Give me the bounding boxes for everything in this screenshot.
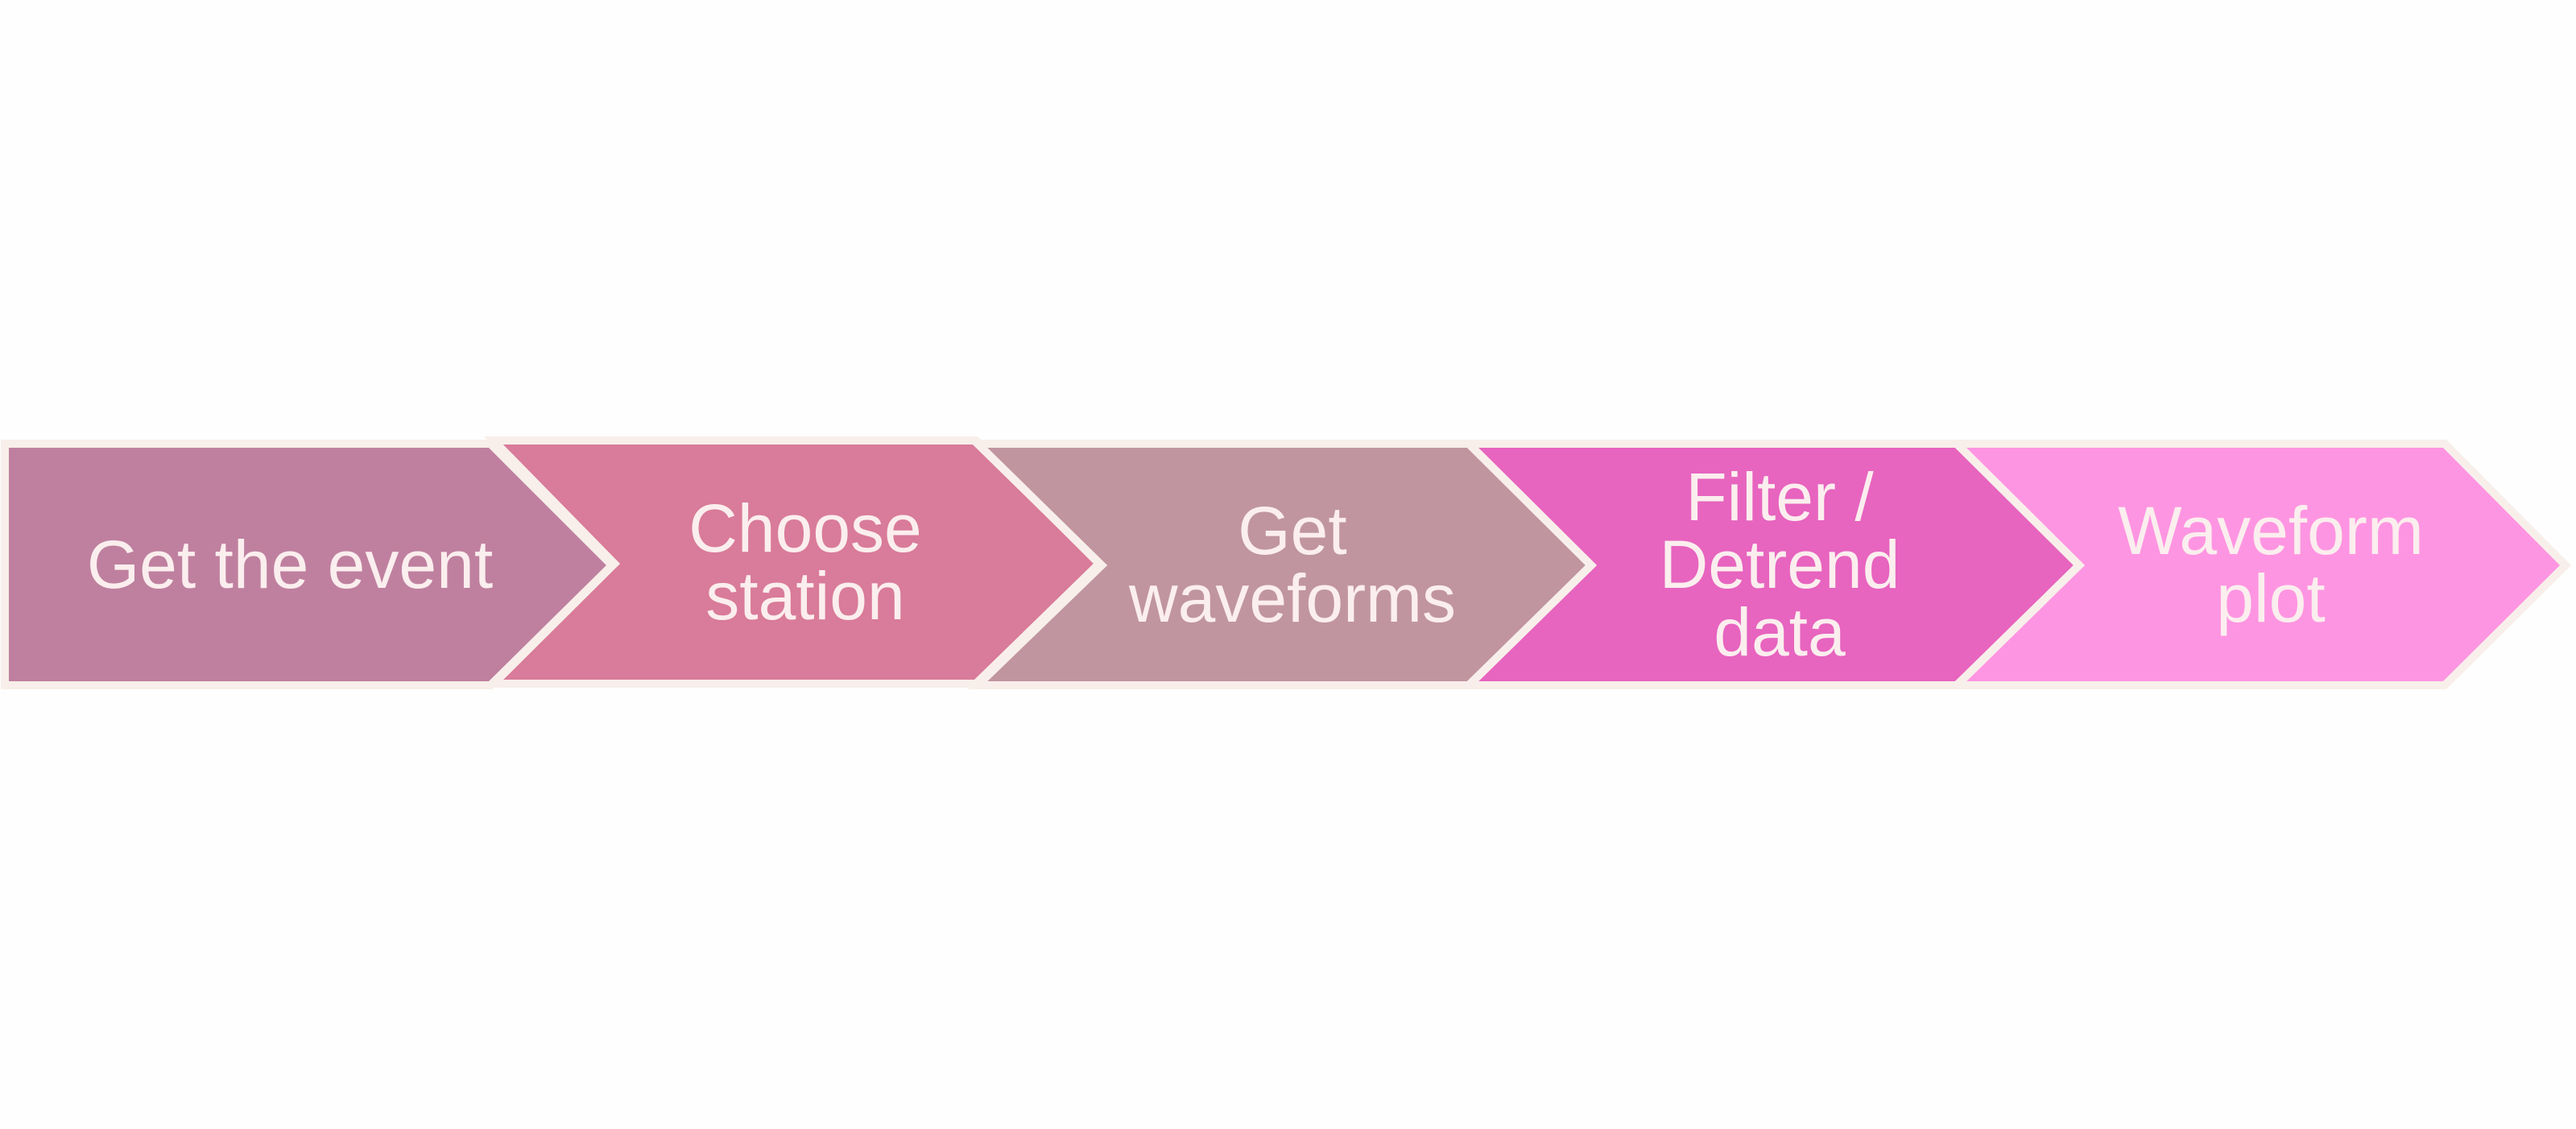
step-5-label: Waveform plot <box>2118 493 2424 636</box>
step-4-label: Filter / Detrend data <box>1659 459 1900 670</box>
step-2-label: Choose station <box>688 490 922 634</box>
step-3-label: Get waveforms <box>1128 493 1457 636</box>
step-5-chevron <box>1946 440 2572 689</box>
step-1-label: Get the event <box>86 527 494 602</box>
